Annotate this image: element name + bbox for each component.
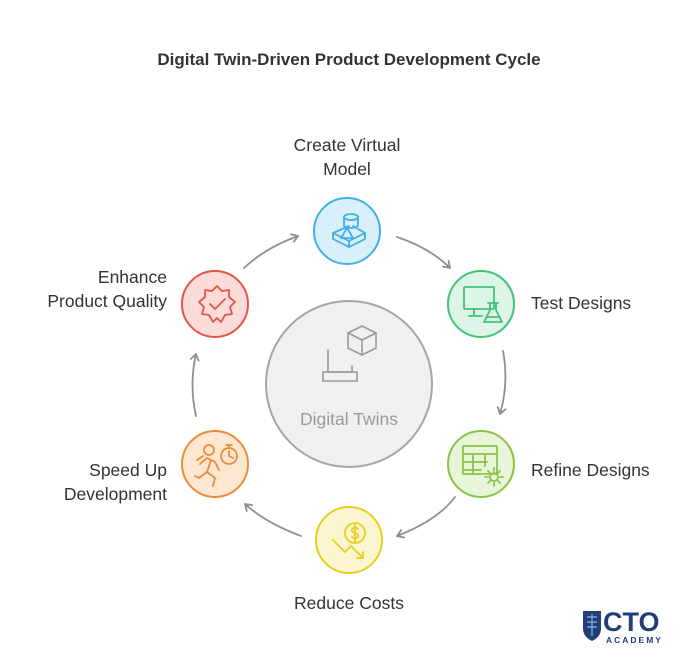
- step-label-line: Development: [63, 484, 167, 504]
- cto-academy-logo: CTO ACADEMY: [581, 606, 691, 646]
- step-label-refine-designs: Refine Designs: [531, 460, 650, 480]
- arrow-create-to-test: [396, 236, 451, 269]
- step-node-test-designs: [447, 270, 515, 338]
- step-label-line: Enhance: [97, 267, 167, 287]
- step-node-refine-designs: [447, 430, 515, 498]
- arrow-reduce-to-speed: [244, 503, 302, 537]
- step-label-speed-up-development: Speed Up Development: [24, 458, 167, 506]
- dollar-down-icon: [332, 522, 366, 559]
- step-node-create-virtual-model: [313, 197, 381, 265]
- 3d-model-icon: [332, 213, 366, 248]
- step-label-line: Create Virtual: [293, 135, 401, 155]
- diagram-title: Digital Twin-Driven Product Development …: [157, 50, 541, 69]
- step-label-line: Model: [323, 159, 371, 179]
- runner-stopwatch-icon: [194, 444, 238, 487]
- arrow-enhance-to-create: [243, 233, 299, 269]
- arrow-test-to-refine: [496, 350, 507, 415]
- laptop-cube-icon: [322, 325, 377, 382]
- arrow-speed-to-enhance: [189, 353, 200, 417]
- step-label-create-virtual-model: Create Virtual Model: [272, 133, 422, 181]
- quality-badge-icon: [198, 285, 236, 323]
- center-circle: [265, 300, 433, 468]
- step-label-test-designs: Test Designs: [531, 293, 632, 313]
- step-node-reduce-costs: [315, 506, 383, 574]
- step-node-speed-up-development: [181, 430, 249, 498]
- step-label-line: Product Quality: [47, 291, 167, 311]
- step-label-reduce-costs: Reduce Costs: [294, 593, 404, 613]
- monitor-flask-icon: [463, 286, 503, 323]
- table-gear-icon: [462, 445, 504, 487]
- step-label-line: Speed Up: [89, 460, 167, 480]
- arrow-refine-to-reduce: [396, 496, 456, 539]
- step-node-enhance-product-quality: [181, 270, 249, 338]
- center-label: Digital Twins: [300, 409, 398, 429]
- shield-icon: [583, 611, 601, 641]
- logo-subtitle: ACADEMY: [606, 635, 663, 645]
- step-label-enhance-product-quality: Enhance Product Quality: [20, 265, 167, 313]
- logo-name: CTO: [603, 607, 660, 637]
